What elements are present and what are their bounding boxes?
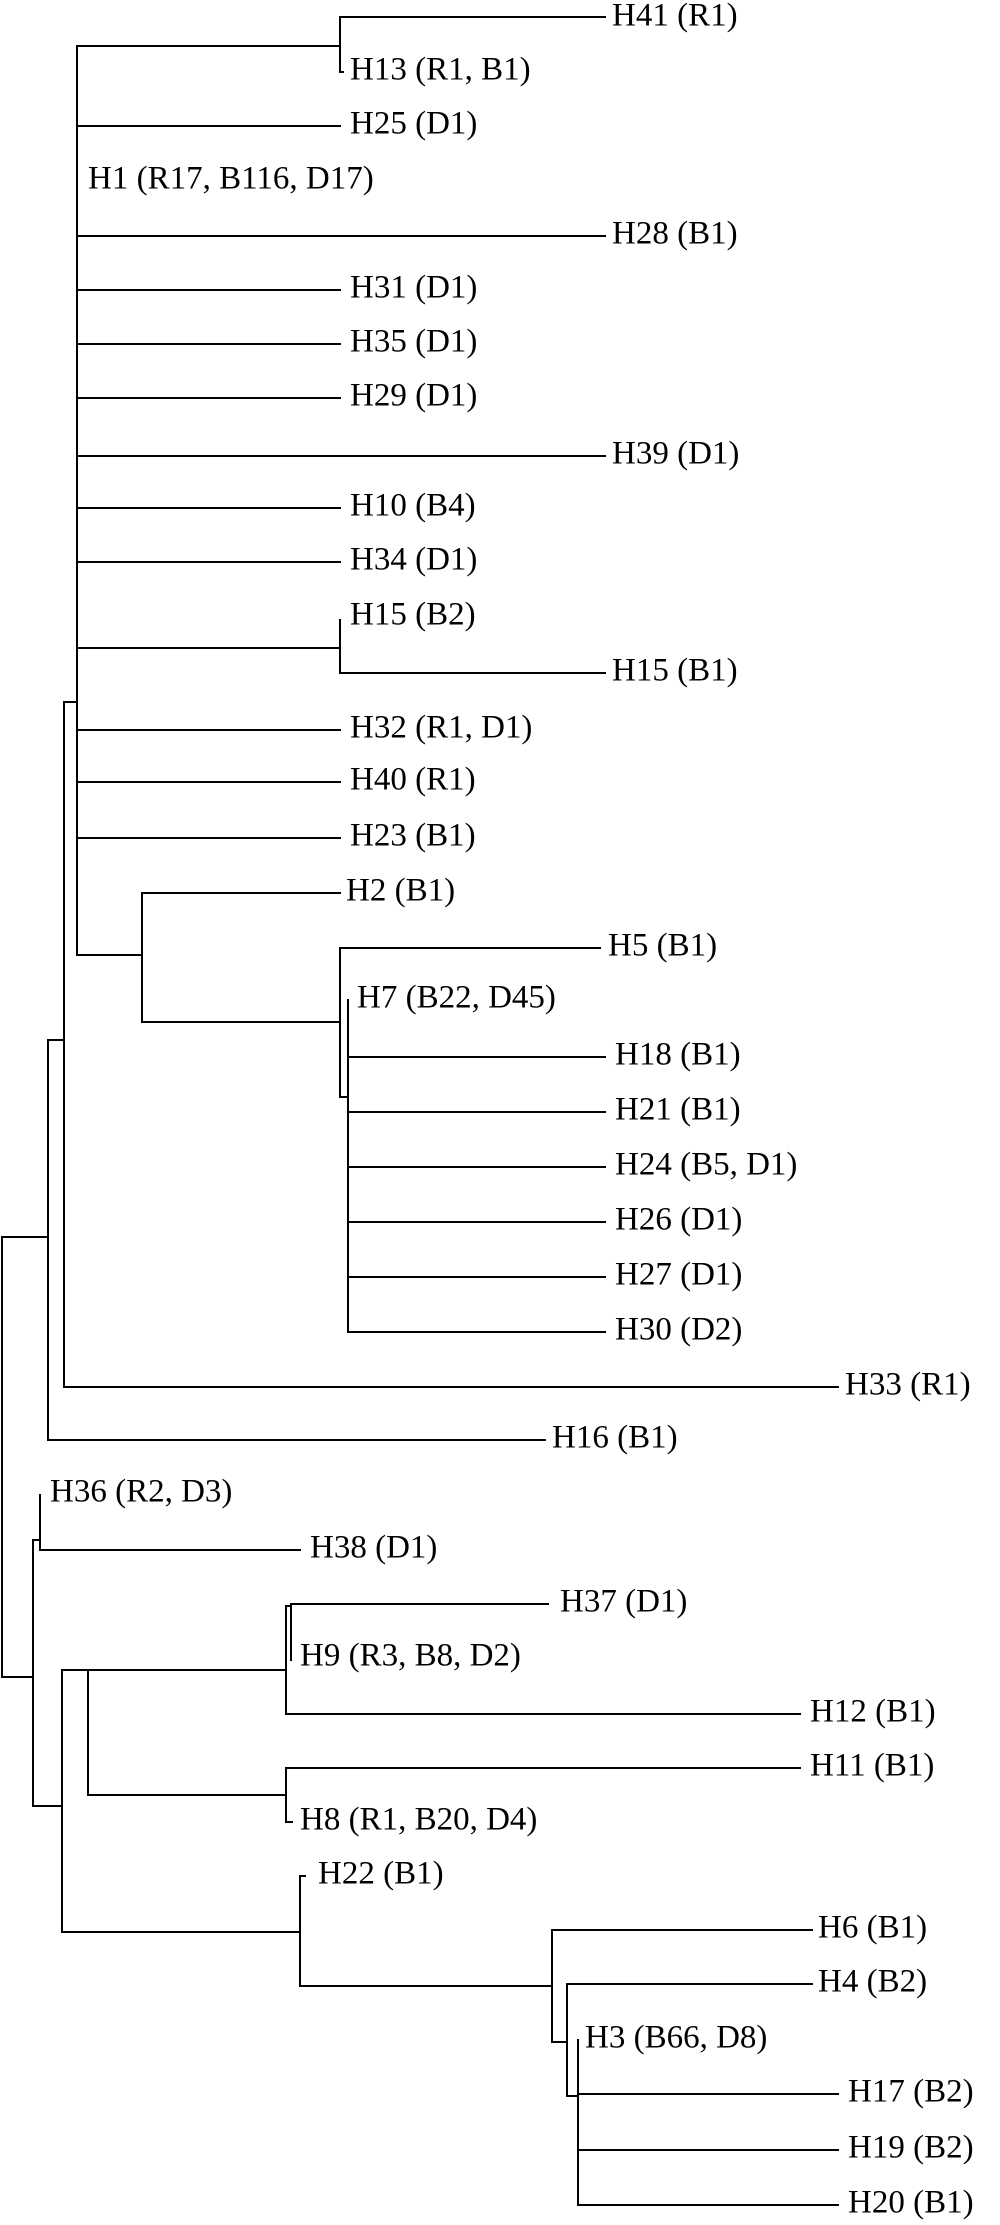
taxon-label-h17: H17 (B2) (848, 2074, 974, 2110)
taxon-label-h20: H20 (B1) (848, 2185, 974, 2221)
taxon-label-h19: H19 (B2) (848, 2130, 974, 2166)
taxon-label-h23: H23 (B1) (350, 818, 476, 854)
taxon-label-h8: H8 (R1, B20, D4) (300, 1802, 537, 1838)
taxon-label-h34: H34 (D1) (350, 542, 477, 578)
taxon-label-h31: H31 (D1) (350, 270, 477, 306)
taxon-label-h40: H40 (R1) (350, 762, 476, 798)
taxon-label-h12: H12 (B1) (810, 1694, 936, 1730)
taxon-label-h29: H29 (D1) (350, 378, 477, 414)
taxon-label-h39: H39 (D1) (612, 436, 739, 472)
taxon-label-h30: H30 (D2) (615, 1312, 742, 1348)
taxon-label-h7: H7 (B22, D45) (357, 980, 556, 1016)
taxon-label-h10: H10 (B4) (350, 488, 476, 524)
taxon-label-h5: H5 (B1) (608, 928, 717, 964)
taxon-label-h35: H35 (D1) (350, 324, 477, 360)
taxon-label-h24: H24 (B5, D1) (615, 1147, 797, 1183)
taxon-label-h15-b2: H15 (B2) (350, 597, 476, 633)
taxon-label-h13: H13 (R1, B1) (350, 52, 531, 88)
taxon-label-h28: H28 (B1) (612, 216, 738, 252)
taxon-label-h11: H11 (B1) (810, 1748, 934, 1784)
taxon-label-h4: H4 (B2) (818, 1964, 927, 2000)
taxon-label-h25: H25 (D1) (350, 106, 477, 142)
taxon-label-h3: H3 (B66, D8) (585, 2020, 767, 2056)
taxon-label-h41: H41 (R1) (612, 0, 738, 34)
taxon-label-h32: H32 (R1, D1) (350, 710, 532, 746)
taxon-label-h21: H21 (B1) (615, 1092, 741, 1128)
taxon-label-h36: H36 (R2, D3) (50, 1474, 232, 1510)
taxon-label-h26: H26 (D1) (615, 1202, 742, 1238)
taxon-label-h38: H38 (D1) (310, 1530, 437, 1566)
taxon-label-h16: H16 (B1) (552, 1420, 678, 1456)
taxon-label-h9: H9 (R3, B8, D2) (300, 1638, 521, 1674)
taxon-label-h22: H22 (B1) (318, 1856, 444, 1892)
taxon-label-h1: H1 (R17, B116, D17) (88, 161, 374, 197)
taxon-label-h18: H18 (B1) (615, 1037, 741, 1073)
taxon-label-h37: H37 (D1) (560, 1584, 687, 1620)
taxon-label-h15-b1: H15 (B1) (612, 653, 738, 689)
taxon-label-h2: H2 (B1) (346, 873, 455, 909)
taxon-label-h6: H6 (B1) (818, 1910, 927, 1946)
taxon-label-h27: H27 (D1) (615, 1257, 742, 1293)
taxon-label-h33: H33 (R1) (845, 1367, 971, 1403)
